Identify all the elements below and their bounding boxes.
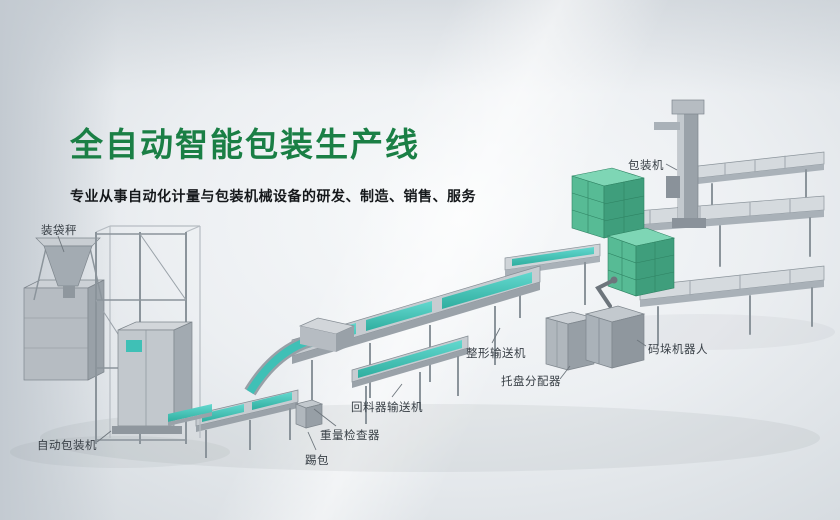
label-packing-machine: 包装机: [628, 160, 664, 172]
label-auto-packing-machine: 自动包装机: [37, 440, 97, 452]
label-shaping-conveyor: 整形输送机: [466, 348, 526, 360]
auto-packing-machine-frame: [95, 225, 212, 444]
page-title: 全自动智能包装生产线: [70, 126, 420, 163]
return-conveyor: [351, 335, 469, 424]
label-checkweigher: 重量检查器: [320, 430, 380, 442]
bag-kicker: [294, 399, 324, 429]
mid-platform: [298, 317, 356, 352]
leader-lines: [57, 163, 678, 451]
label-bagging-scale: 装袋秤: [41, 225, 77, 237]
right-lower-roller-conveyor: [639, 265, 825, 346]
label-bag-kicker: 踢包: [305, 455, 329, 467]
checkweigher-conveyor: [195, 389, 299, 458]
subtitle: 专业从事自动化计量与包装机械设备的研发、制造、销售、服务: [70, 188, 476, 204]
carton-stack-upper: [571, 167, 645, 239]
label-return-conveyor: 回料器输送机: [351, 402, 423, 414]
carton-stack-lower: [606, 227, 676, 297]
palletizing-robot: [584, 276, 646, 369]
packing-machine-column: [654, 99, 706, 228]
label-pallet-dispenser: 托盘分配器: [501, 376, 561, 388]
left-cabinet: [23, 279, 105, 381]
label-palletizing-robot: 码垛机器人: [648, 344, 708, 356]
